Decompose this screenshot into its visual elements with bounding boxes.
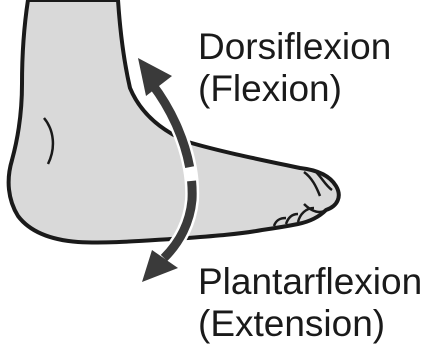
plantarflexion-label: Plantarflexion (Extension)	[198, 261, 422, 345]
flexion-text: (Flexion)	[198, 68, 391, 110]
dorsiflexion-text: Dorsiflexion	[198, 26, 391, 68]
dorsiflexion-label: Dorsiflexion (Flexion)	[198, 26, 391, 110]
plantarflexion-text: Plantarflexion	[198, 261, 422, 303]
extension-text: (Extension)	[198, 303, 422, 345]
